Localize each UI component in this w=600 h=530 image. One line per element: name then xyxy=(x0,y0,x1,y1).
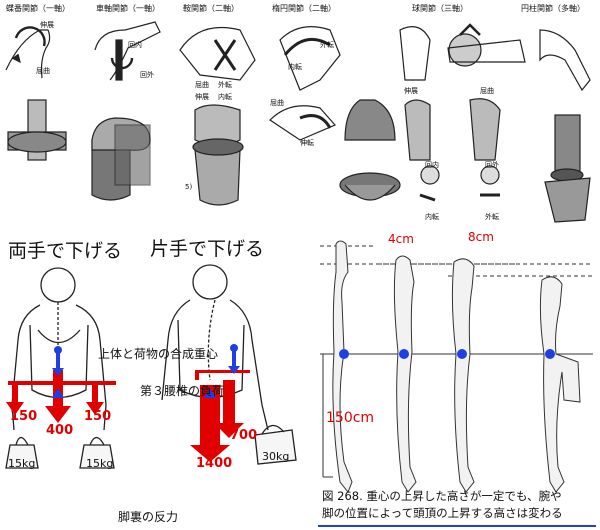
ellipsoid-title: 楕円関節（二軸） xyxy=(272,4,336,13)
left-figure-head xyxy=(40,267,76,303)
caption-line-2: 脚の位置によって頭頂の上昇する高さは変わる xyxy=(322,506,563,520)
height-drawing xyxy=(318,240,596,527)
footer-label: 脚裏の反力 xyxy=(118,510,179,524)
cog-dot-4 xyxy=(545,349,555,359)
cylinder-arm-sketch xyxy=(539,29,591,92)
ball-flexion-label: 屈曲 xyxy=(480,87,494,95)
rise-4cm-label: 4cm xyxy=(388,232,414,246)
ball-extension-label: 伸展 xyxy=(404,87,418,95)
left-weight-left-label: 15kg xyxy=(8,457,36,470)
hinge-title: 蝶番関節（一軸） xyxy=(6,4,70,13)
two-hands-title: 両手で下げる xyxy=(8,240,123,262)
cog-label: 上体と荷物の合成重心 xyxy=(98,347,219,361)
left-force-left: 150 xyxy=(10,409,38,424)
ball-supination-label: 回外 xyxy=(485,161,499,169)
ellipsoid-adduction-label: 内転 xyxy=(288,63,302,71)
hinge-flexion-label: 屈曲 xyxy=(36,67,50,75)
ellipsoid-extension-label: 伸転 xyxy=(300,139,314,147)
joint-types-panel: 蝶番関節（一軸） 車軸関節（一軸） 鞍関節（二軸） 楕円関節（二軸） 球関節（三… xyxy=(0,0,600,230)
back-load-drawing xyxy=(5,264,297,469)
saddle-extension-label: 伸展 xyxy=(195,93,209,101)
height-panel: 4cm 8cm 150cm 図 268. 重心の上昇した高さが一定でも、腕や 脚… xyxy=(318,230,600,530)
left-weight-right xyxy=(79,444,115,469)
hinge-arm-sketch xyxy=(5,29,51,79)
left-force-center: 400 xyxy=(46,423,74,438)
figure-standing xyxy=(451,258,475,493)
saddle-abduction-label: 外転 xyxy=(218,81,232,89)
right-weight-label: 30kg xyxy=(262,450,290,463)
rise-8cm-label: 8cm xyxy=(468,230,494,244)
ball-shoulder-sketch xyxy=(399,26,431,81)
back-load-panel: 両手で下げる 片手で下げる 上体と荷物の合成重心 第３腰椎の負荷 150 150… xyxy=(0,230,320,530)
ellipsoid-bone-top xyxy=(344,99,396,141)
cog-markers xyxy=(52,344,240,398)
pivot-title: 車軸関節（一軸） xyxy=(96,4,160,13)
cog-dot-2 xyxy=(399,349,409,359)
cog-dot-3 xyxy=(457,349,467,359)
cylinder-bone xyxy=(554,114,581,176)
pivot-supination-label: 回外 xyxy=(140,71,154,79)
hinge-extension-label: 伸展 xyxy=(40,21,54,29)
ball-pronation-label: 回内 xyxy=(425,161,439,169)
ball-abduction-label: 外転 xyxy=(485,213,499,221)
figure-arms-up xyxy=(332,240,353,493)
left-force-right: 150 xyxy=(84,409,112,424)
left-arrow-right xyxy=(92,381,98,403)
saddle-figure-number: 5) xyxy=(185,183,193,191)
saddle-hand-sketch xyxy=(179,26,256,81)
ball-title: 球関節（三軸） xyxy=(412,4,468,13)
saddle-adduction-label: 内転 xyxy=(218,93,232,101)
right-force-big: 1400 xyxy=(196,456,233,471)
figure-one-arm xyxy=(393,255,417,493)
pivot-pronation-label: 回内 xyxy=(128,41,142,49)
ball-adduction-label: 内転 xyxy=(425,213,439,221)
cylinder-title: 円柱関節（多軸） xyxy=(521,4,585,13)
cog-dot-1 xyxy=(339,349,349,359)
caption-line-1: 図 268. 重心の上昇した高さが一定でも、腕や xyxy=(322,489,562,503)
right-weight xyxy=(254,429,297,465)
right-arrow-big xyxy=(200,385,220,447)
left-weight-left xyxy=(5,444,39,469)
ellipsoid-flexion-label: 屈曲 xyxy=(270,99,284,107)
lumbar-label: 第３腰椎の負荷 xyxy=(140,384,225,398)
height-150cm-label: 150cm xyxy=(326,410,375,426)
left-arrow-left xyxy=(12,381,18,403)
right-force-small: 700 xyxy=(230,428,258,443)
right-load-arrows xyxy=(190,370,250,462)
left-weight-right-label: 15kg xyxy=(86,457,114,470)
ball-arm-lower xyxy=(404,99,431,161)
joint-drawings xyxy=(5,21,591,223)
saddle-flexion-label: 屈曲 xyxy=(195,81,209,89)
figure-knee-up xyxy=(539,276,581,493)
right-figure-head xyxy=(192,264,228,300)
right-arrow-small xyxy=(223,380,235,425)
saddle-title: 鞍関節（二軸） xyxy=(183,4,239,13)
ellipsoid-abduction-label: 外転 xyxy=(320,41,334,49)
ellipsoid-wrist-sketch xyxy=(279,26,341,91)
one-hand-title: 片手で下げる xyxy=(150,238,265,260)
ellipsoid-hand-sketch xyxy=(269,105,336,141)
